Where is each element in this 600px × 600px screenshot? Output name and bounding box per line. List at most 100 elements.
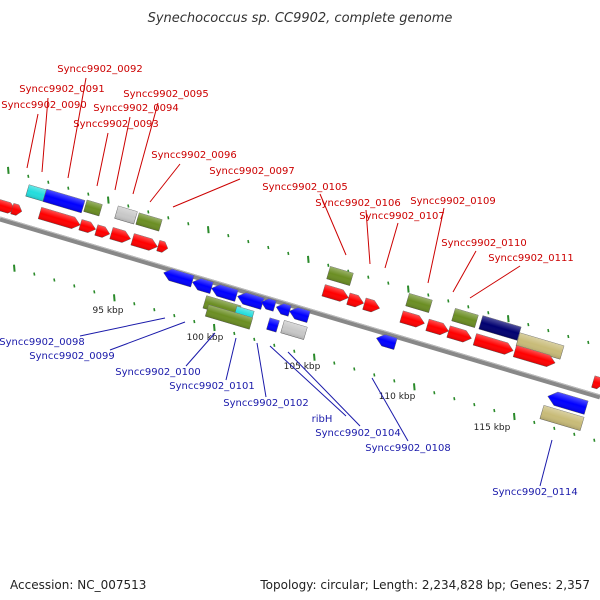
- tick-mark: [33, 272, 36, 276]
- tick-mark: [587, 340, 590, 345]
- scale-tick-label: 95 kbp: [93, 306, 124, 316]
- gene-feature-6: [109, 227, 131, 243]
- tick-mark: [513, 412, 516, 421]
- gene-shape-gloss: [473, 333, 514, 355]
- gene-feature-37: [376, 334, 398, 350]
- gene-feature-11: [83, 199, 103, 217]
- tick-mark: [373, 373, 376, 377]
- gene-shape-gloss: [346, 292, 364, 307]
- gene-label-syncc9902-0096[interactable]: Syncc9902_0096: [151, 150, 237, 161]
- gene-label-syncc9902-0090[interactable]: Syncc9902_0090: [1, 100, 87, 111]
- label-leader-line: [96, 132, 109, 187]
- tick-mark: [333, 361, 336, 365]
- label-leader-line: [269, 345, 347, 417]
- gene-shape-gloss: [10, 203, 22, 216]
- label-leader-line: [427, 207, 445, 284]
- gene-feature-9: [25, 184, 47, 202]
- tick-mark: [147, 210, 150, 214]
- gene-label-syncc9902-0114[interactable]: Syncc9902_0114: [492, 487, 578, 498]
- tick-mark: [187, 222, 190, 226]
- gene-label-syncc9902-0091[interactable]: Syncc9902_0091: [19, 84, 105, 95]
- gene-shape-gloss: [451, 308, 479, 328]
- tick-mark: [53, 278, 56, 282]
- label-leader-line: [539, 439, 553, 487]
- label-leader-line: [109, 321, 186, 351]
- gene-label-ribh[interactable]: ribH: [312, 414, 333, 425]
- gene-feature-2: [10, 203, 23, 216]
- tick-mark: [213, 323, 216, 332]
- gene-label-syncc9902-0108[interactable]: Syncc9902_0108: [365, 443, 451, 454]
- tick-mark: [553, 426, 556, 431]
- tick-mark: [313, 353, 316, 361]
- gene-feature-7: [130, 233, 158, 251]
- map-title: Synechococcus sp. CC9902, complete genom…: [148, 11, 453, 26]
- gene-label-syncc9902-0107[interactable]: Syncc9902_0107: [359, 211, 445, 222]
- gene-feature-21: [446, 325, 472, 343]
- tick-mark: [427, 293, 430, 297]
- gene-label-syncc9902-0105[interactable]: Syncc9902_0105: [262, 182, 348, 193]
- gene-shape-gloss: [289, 307, 311, 323]
- gene-feature-19: [399, 310, 425, 328]
- tick-mark: [493, 408, 496, 413]
- label-leader-line: [371, 377, 409, 442]
- tick-mark: [593, 438, 596, 442]
- gene-shape-gloss: [547, 391, 589, 415]
- scale-tick-label: 100 kbp: [187, 333, 224, 343]
- tick-mark: [253, 337, 256, 342]
- tick-mark: [93, 290, 96, 294]
- gene-label-syncc9902-0095[interactable]: Syncc9902_0095: [123, 89, 209, 100]
- gene-shape-gloss: [135, 212, 163, 232]
- gene-label-syncc9902-0093[interactable]: Syncc9902_0093: [73, 119, 159, 130]
- tick-mark: [107, 196, 110, 204]
- gene-feature-35: [266, 317, 280, 333]
- gene-shape-gloss: [513, 345, 556, 367]
- gene-feature-16: [346, 292, 364, 308]
- tick-mark: [87, 192, 90, 196]
- gene-label-syncc9902-0111[interactable]: Syncc9902_0111: [488, 253, 574, 264]
- genome-backbone-highlight: [0, 216, 600, 396]
- gene-feature-3: [37, 207, 81, 229]
- gene-label-syncc9902-0100[interactable]: Syncc9902_0100: [115, 367, 201, 378]
- gene-label-syncc9902-0102[interactable]: Syncc9902_0102: [223, 398, 309, 409]
- gene-label-syncc9902-0109[interactable]: Syncc9902_0109: [410, 196, 496, 207]
- gene-shape-gloss: [156, 240, 168, 253]
- label-leader-line: [172, 178, 241, 208]
- gene-label-syncc9902-0101[interactable]: Syncc9902_0101: [169, 381, 255, 392]
- gene-feature-23: [478, 315, 522, 341]
- gene-shape-gloss: [425, 319, 449, 335]
- gene-shape-gloss: [114, 205, 138, 225]
- tick-mark: [533, 420, 536, 425]
- gene-shape-gloss: [261, 298, 277, 312]
- gene-shape-gloss: [266, 317, 280, 333]
- gene-shape-gloss: [405, 293, 433, 313]
- tick-mark: [153, 308, 156, 312]
- tick-mark: [567, 334, 570, 339]
- gene-feature-42: [539, 405, 585, 431]
- accession-text: Accession: NC_007513: [10, 578, 147, 592]
- tick-mark: [13, 264, 16, 272]
- gene-label-syncc9902-0104[interactable]: Syncc9902_0104: [315, 428, 401, 439]
- gene-label-syncc9902-0099[interactable]: Syncc9902_0099: [29, 351, 115, 362]
- tick-mark: [527, 322, 530, 327]
- gene-feature-17: [362, 297, 380, 313]
- gene-feature-12: [114, 205, 138, 225]
- gene-feature-32: [260, 298, 277, 312]
- gene-label-syncc9902-0094[interactable]: Syncc9902_0094: [93, 103, 179, 114]
- gene-label-syncc9902-0092[interactable]: Syncc9902_0092: [57, 64, 143, 75]
- gene-shape-gloss: [280, 320, 308, 340]
- gene-label-syncc9902-0106[interactable]: Syncc9902_0106: [315, 198, 401, 209]
- tick-mark: [113, 294, 116, 302]
- label-leader-line: [225, 337, 237, 381]
- gene-feature-41: [547, 391, 589, 415]
- gene-feature-34: [289, 307, 311, 323]
- gene-feature-36: [280, 320, 308, 340]
- gene-shape-gloss: [205, 304, 253, 330]
- gene-label-syncc9902-0110[interactable]: Syncc9902_0110: [441, 238, 527, 249]
- gene-feature-18: [405, 293, 433, 313]
- tick-mark: [127, 204, 130, 208]
- tick-mark: [327, 263, 330, 267]
- gene-label-syncc9902-0097[interactable]: Syncc9902_0097: [209, 166, 295, 177]
- gene-feature-14: [326, 266, 354, 286]
- gene-shape-gloss: [130, 233, 158, 251]
- gene-label-syncc9902-0098[interactable]: Syncc9902_0098: [0, 337, 85, 348]
